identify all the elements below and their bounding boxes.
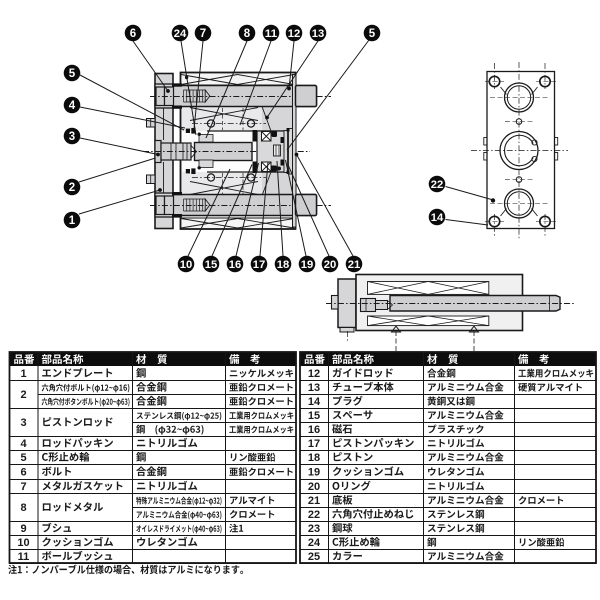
svg-text:23: 23	[308, 523, 320, 535]
svg-text:18: 18	[277, 259, 290, 271]
svg-text:14: 14	[431, 212, 444, 224]
svg-text:14: 14	[308, 396, 321, 408]
svg-text:5: 5	[369, 28, 376, 40]
svg-text:11: 11	[265, 28, 278, 40]
svg-text:5: 5	[69, 68, 76, 80]
svg-text:8: 8	[20, 502, 26, 514]
svg-text:21: 21	[308, 495, 320, 507]
svg-text:1: 1	[69, 215, 76, 227]
svg-text:1: 1	[20, 368, 26, 380]
svg-text:24: 24	[174, 28, 187, 40]
svg-text:8: 8	[244, 28, 251, 40]
svg-text:18: 18	[308, 452, 320, 464]
svg-text:15: 15	[308, 410, 320, 422]
svg-text:3: 3	[20, 417, 26, 429]
svg-text:10: 10	[180, 259, 193, 271]
svg-text:19: 19	[308, 467, 320, 479]
svg-text:2: 2	[20, 389, 26, 401]
svg-text:22: 22	[431, 179, 444, 191]
svg-text:21: 21	[348, 259, 361, 271]
svg-text:6: 6	[130, 28, 136, 40]
svg-text:24: 24	[308, 537, 321, 549]
svg-text:5: 5	[20, 452, 26, 464]
svg-text:15: 15	[205, 259, 218, 271]
svg-text:11: 11	[18, 551, 30, 563]
svg-text:19: 19	[301, 259, 314, 271]
svg-text:17: 17	[253, 259, 266, 271]
svg-text:16: 16	[308, 424, 320, 436]
svg-text:2: 2	[69, 182, 75, 194]
svg-text:12: 12	[288, 28, 301, 40]
svg-text:20: 20	[308, 481, 320, 493]
svg-text:12: 12	[308, 368, 320, 380]
svg-text:13: 13	[308, 382, 320, 394]
svg-text:13: 13	[312, 28, 325, 40]
svg-text:7: 7	[200, 28, 206, 40]
svg-text:20: 20	[324, 259, 337, 271]
svg-text:16: 16	[229, 259, 242, 271]
svg-text:4: 4	[20, 438, 27, 450]
svg-text:10: 10	[17, 537, 29, 549]
svg-text:7: 7	[20, 481, 26, 493]
svg-text:3: 3	[69, 131, 75, 143]
svg-text:22: 22	[308, 509, 320, 521]
svg-text:25: 25	[308, 551, 320, 563]
svg-text:9: 9	[20, 523, 26, 535]
svg-text:6: 6	[20, 467, 26, 479]
svg-text:4: 4	[69, 100, 76, 112]
svg-text:17: 17	[308, 438, 320, 450]
